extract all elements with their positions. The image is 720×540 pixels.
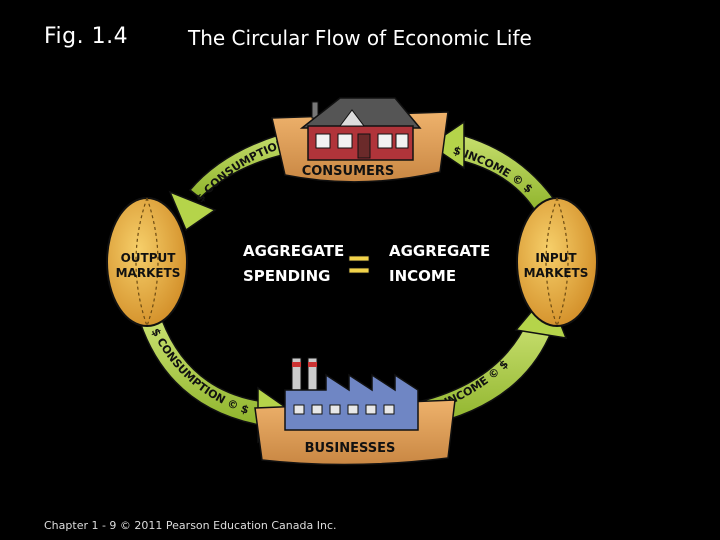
input-markets-node: INPUT MARKETS <box>516 197 598 327</box>
figure-number: Fig. 1.4 <box>44 24 129 49</box>
aggregate-income-label-2: INCOME <box>389 267 456 285</box>
factory-icon <box>284 357 419 431</box>
consumption-arrow-top-left: $ CONSUMPTION © $ <box>0 0 309 232</box>
input-markets-label-2: MARKETS <box>524 266 589 280</box>
output-markets-node: OUTPUT MARKETS <box>106 197 188 327</box>
footer-copyright: Chapter 1 - 9 © 2011 Pearson Education C… <box>44 519 337 532</box>
businesses-label: BUSINESSES <box>305 441 396 456</box>
aggregate-income-label-1: AGGREGATE <box>389 242 490 260</box>
aggregate-spending-label-1: AGGREGATE <box>243 242 344 260</box>
equals-sign <box>348 255 370 274</box>
aggregate-spending-label-2: SPENDING <box>243 267 331 285</box>
consumption-label-bottom: $ CONSUMPTION © $ <box>149 326 251 417</box>
businesses-node: BUSINESSES <box>254 357 456 466</box>
aggregate-identity: AGGREGATE SPENDING AGGREGATE INCOME <box>243 242 490 285</box>
consumption-label-top: $ CONSUMPTION © $ <box>0 0 291 205</box>
consumers-node: CONSUMERS <box>271 97 449 183</box>
consumers-label: CONSUMERS <box>302 164 395 179</box>
output-markets-label-2: MARKETS <box>116 266 181 280</box>
income-arrow-top-right: $ INCOME © $ <box>428 120 560 213</box>
figure-title: The Circular Flow of Economic Life <box>188 26 532 50</box>
house-icon <box>299 97 422 161</box>
input-markets-label-1: INPUT <box>535 251 577 265</box>
output-markets-label-1: OUTPUT <box>121 251 177 265</box>
